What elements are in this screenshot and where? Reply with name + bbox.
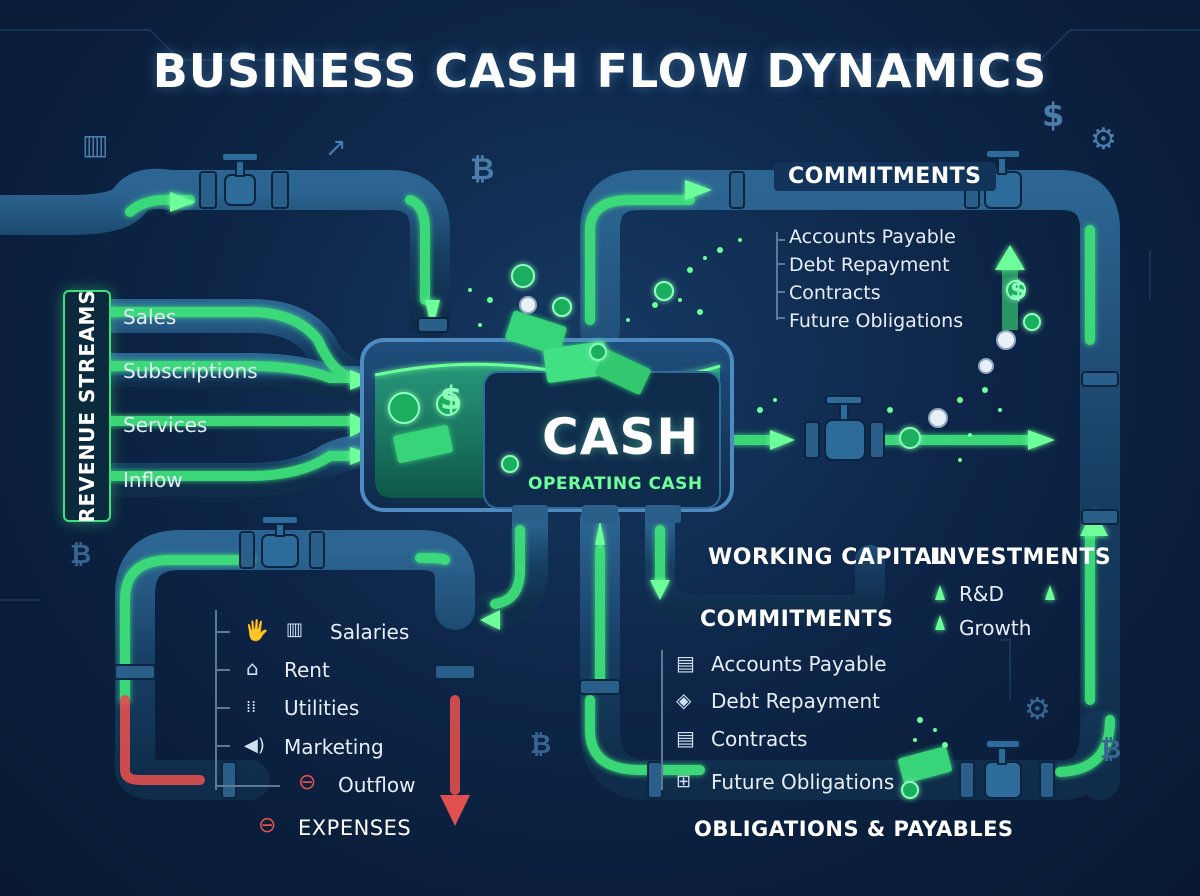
document-icon: ▤ bbox=[676, 651, 695, 675]
revenue-item-inflow: Inflow bbox=[123, 468, 183, 492]
outflow-label: Outflow bbox=[338, 773, 416, 797]
bitcoin-icon: ₿ bbox=[530, 730, 552, 760]
commitments-bottom-title: COMMITMENTS bbox=[700, 607, 894, 632]
expense-item-salaries: Salaries bbox=[330, 620, 410, 644]
commitments-bottom-item: Contracts bbox=[711, 727, 808, 751]
utilities-icon: ⁞⁞ bbox=[246, 697, 257, 716]
stack-icon: ◈ bbox=[676, 688, 692, 712]
valve-group bbox=[221, 149, 1022, 799]
bitcoin-icon: ₿ bbox=[70, 540, 92, 570]
commitments-top-item: Debt Repayment bbox=[789, 254, 950, 276]
minus-circle-icon: ⊖ bbox=[258, 813, 277, 838]
gear-icon: ⚙ bbox=[1024, 692, 1051, 727]
document-icon: ▤ bbox=[676, 726, 695, 750]
dollar-icon: $ bbox=[1042, 96, 1065, 134]
circuit-background bbox=[0, 29, 1200, 700]
gear-icon: ⚙ bbox=[1090, 122, 1117, 157]
revenue-item-services: Services bbox=[123, 413, 208, 437]
home-icon: ⌂ bbox=[246, 656, 259, 680]
network-icon: ⊞ bbox=[676, 771, 692, 792]
megaphone-icon: ◀) bbox=[244, 735, 265, 756]
commitments-top-item: Contracts bbox=[789, 282, 881, 304]
expense-item-rent: Rent bbox=[284, 658, 330, 682]
revenue-streams-label: REVENUE STREAMS bbox=[63, 289, 111, 523]
cash-subtitle: OPERATING CASH bbox=[528, 474, 703, 494]
trend-up-icon: ↗ bbox=[325, 133, 347, 163]
revenue-item-sales: Sales bbox=[123, 305, 177, 329]
investments-item-growth: Growth bbox=[959, 616, 1032, 640]
investments-title: INVESTMENTS bbox=[930, 545, 1112, 570]
bar-chart-icon: ▥ bbox=[286, 619, 304, 640]
obligations-label: OBLIGATIONS & PAYABLES bbox=[694, 817, 1014, 841]
expense-item-marketing: Marketing bbox=[284, 735, 384, 759]
revenue-streams-title: REVENUE STREAMS bbox=[75, 289, 99, 523]
minus-circle-icon: ⊖ bbox=[298, 770, 317, 795]
commitments-bottom-item: Accounts Payable bbox=[711, 652, 887, 676]
commitments-top-item: Future Obligations bbox=[789, 310, 964, 332]
working-capital-label: WORKING CAPITAL bbox=[708, 545, 947, 570]
page-title: BUSINESS CASH FLOW DYNAMICS bbox=[152, 44, 1048, 98]
revenue-item-subscriptions: Subscriptions bbox=[123, 359, 258, 383]
dollar-icon: $ bbox=[440, 379, 463, 417]
commitments-bottom-item: Future Obligations bbox=[711, 770, 895, 794]
commitments-top-title: COMMITMENTS bbox=[774, 162, 996, 191]
expense-item-utilities: Utilities bbox=[284, 696, 360, 720]
bar-chart-icon: ▥ bbox=[82, 128, 109, 161]
investments-item-rd: R&D bbox=[959, 582, 1004, 606]
commitments-top-item: Accounts Payable bbox=[789, 226, 956, 248]
cash-title: CASH bbox=[542, 408, 700, 466]
bitcoin-icon: ₿ bbox=[470, 152, 495, 187]
bitcoin-icon: ₿ bbox=[1100, 735, 1122, 765]
expenses-label: EXPENSES bbox=[298, 816, 412, 840]
hand-coin-icon: 🖐 bbox=[244, 618, 269, 642]
commitments-bottom-item: Debt Repayment bbox=[711, 689, 880, 713]
dollar-icon: $ bbox=[1010, 276, 1027, 304]
